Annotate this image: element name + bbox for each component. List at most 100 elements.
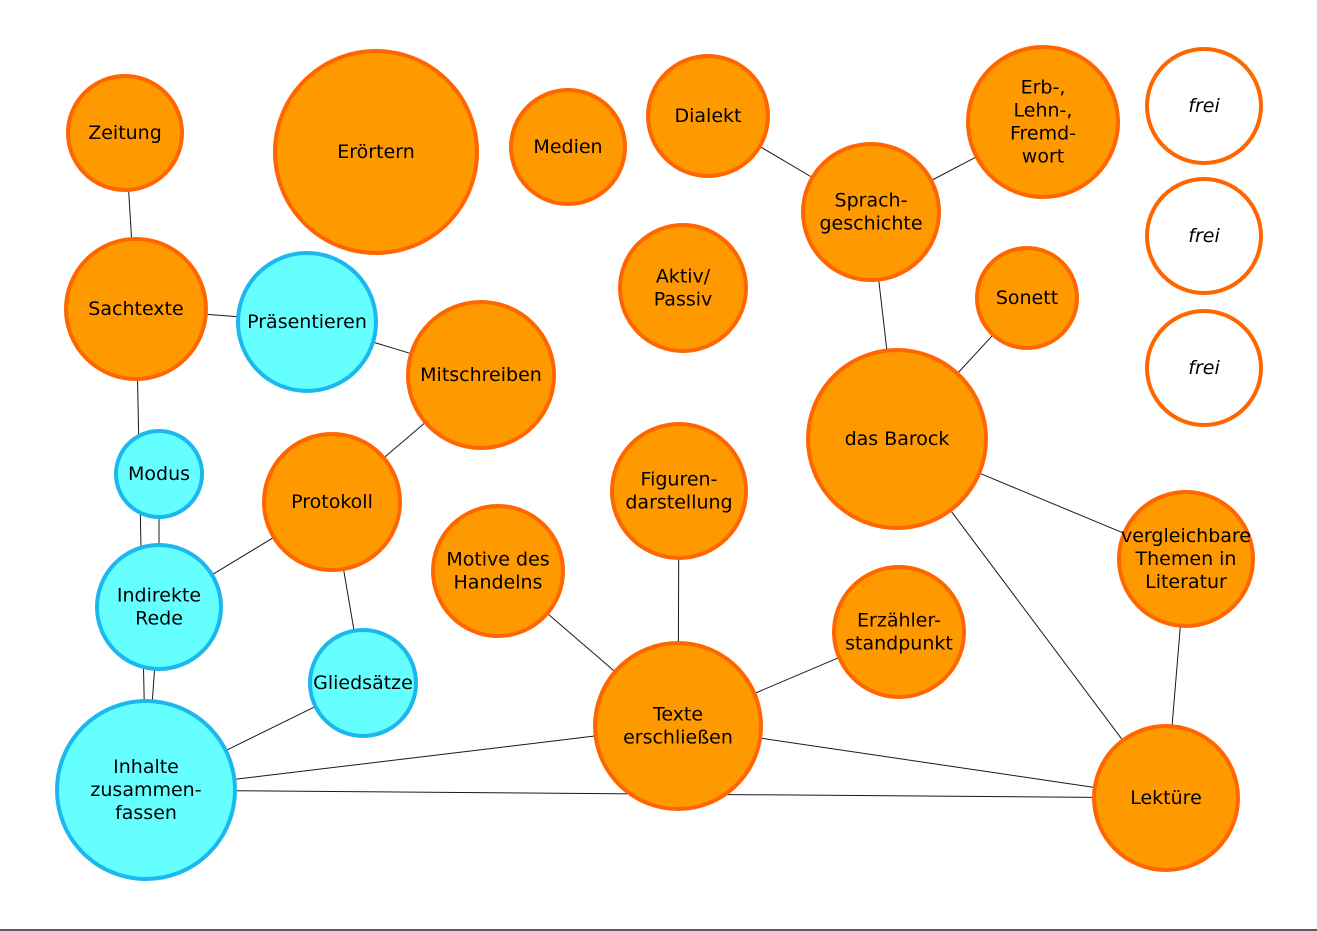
node-label: Themen in: [1135, 548, 1237, 570]
node-label: wort: [1022, 146, 1064, 168]
node-label: Protokoll: [291, 491, 373, 513]
node-circle: [646, 54, 770, 178]
node-praesentieren: Präsentieren: [236, 251, 378, 393]
edge-praesentieren-to-mitschreiben: [372, 341, 412, 355]
edge-erb-lehn-fremdwort-to-sprachgeschichte: [931, 156, 977, 181]
node-label: zusammen-: [90, 779, 201, 801]
node-label: Erb-,: [1021, 77, 1066, 99]
node-circle: [236, 251, 378, 393]
node-circle: [509, 88, 627, 206]
node-label: Sachtexte: [88, 298, 183, 320]
edge-texte-erschliessen-to-lektuere: [760, 737, 1095, 788]
node-circle: [262, 432, 402, 572]
node-sonett: Sonett: [975, 246, 1079, 350]
node-circle: [1145, 309, 1263, 427]
edge-inhalte-zusammenfassen-to-texte-erschliessen: [234, 735, 596, 780]
edge-indirekte-rede-to-inhalte-zusammenfassen: [151, 668, 156, 702]
edge-dialekt-to-sprachgeschichte: [759, 145, 813, 178]
node-label: Sprach-: [835, 190, 908, 212]
node-das-barock: das Barock: [806, 348, 988, 530]
edge-das-barock-to-lektuere: [949, 509, 1124, 741]
node-label: Zeitung: [88, 122, 162, 144]
node-label: Aktiv/: [656, 266, 711, 288]
node-zeitung: Zeitung: [66, 74, 184, 192]
node-frei-1: frei: [1145, 47, 1263, 165]
edge-motive-des-handelns-to-texte-erschliessen: [546, 613, 616, 673]
node-label: Inhalte: [113, 756, 179, 778]
node-circle: [593, 641, 763, 811]
node-label: Sonett: [996, 287, 1058, 309]
node-label: Indirekte: [117, 585, 201, 607]
node-label: Erörtern: [337, 141, 415, 163]
node-frei-2: frei: [1145, 177, 1263, 295]
node-circle: [406, 300, 556, 450]
node-figurendarstellung: Figuren-darstellung: [610, 422, 748, 560]
node-circle: [975, 246, 1079, 350]
node-label: Handelns: [454, 572, 543, 594]
node-lektuere: Lektüre: [1092, 724, 1240, 872]
node-label: Motive des: [446, 549, 549, 571]
node-erb-lehn-fremdwort: Erb-,Lehn-,Fremd-wort: [966, 45, 1120, 199]
edge-erzaehlerstandpunkt-to-texte-erschliessen: [754, 656, 840, 694]
node-circle: [114, 429, 204, 519]
node-circle: [55, 699, 237, 881]
node-label: Literatur: [1145, 571, 1227, 593]
node-circle: [1145, 47, 1263, 165]
node-label: Figuren-: [641, 469, 718, 491]
node-label: standpunkt: [845, 633, 953, 655]
node-label: vergleichbare: [1121, 525, 1251, 547]
node-dialekt: Dialekt: [646, 54, 770, 178]
node-circle: [308, 628, 418, 738]
node-sachtexte: Sachtexte: [64, 237, 208, 381]
node-label: Fremd-: [1010, 123, 1076, 145]
node-circle: [806, 348, 988, 530]
node-circle: [431, 504, 565, 638]
node-label: Präsentieren: [247, 311, 367, 333]
node-circle: [64, 237, 208, 381]
node-circle: [95, 543, 223, 671]
edge-sonett-to-das-barock: [956, 334, 994, 374]
connection-lines: [128, 145, 1181, 798]
node-label: das Barock: [845, 428, 950, 450]
edge-vergleichbare-themen-to-lektuere: [1171, 625, 1181, 727]
node-label: darstellung: [625, 492, 732, 514]
node-label: fassen: [115, 802, 177, 824]
node-label: Medien: [533, 136, 602, 158]
node-label: Erzähler-: [857, 610, 941, 632]
node-gliedsaetze: Gliedsätze: [308, 628, 418, 738]
node-mitschreiben: Mitschreiben: [406, 300, 556, 450]
node-label: Lehn-,: [1014, 100, 1073, 122]
edge-sprachgeschichte-to-das-barock: [878, 279, 888, 351]
node-eroertern: Erörtern: [273, 49, 479, 255]
node-circle: [832, 565, 966, 699]
edge-das-barock-to-vergleichbare-themen: [979, 472, 1125, 534]
node-label: Lektüre: [1130, 787, 1202, 809]
node-circle: [1092, 724, 1240, 872]
edge-gliedsaetze-to-inhalte-zusammenfassen: [225, 705, 316, 752]
node-circle: [618, 223, 748, 353]
node-circle: [610, 422, 748, 560]
node-label: frei: [1188, 357, 1220, 379]
node-label: frei: [1188, 225, 1220, 247]
node-label: erschließen: [623, 727, 733, 749]
edge-sachtexte-to-praesentieren: [205, 313, 239, 318]
node-frei-3: frei: [1145, 309, 1263, 427]
node-circle: [966, 45, 1120, 199]
node-erzaehlerstandpunkt: Erzähler-standpunkt: [832, 565, 966, 699]
node-modus: Modus: [114, 429, 204, 519]
node-circle: [801, 142, 941, 282]
node-label: Texte: [652, 704, 703, 726]
node-label: Passiv: [654, 289, 713, 311]
node-label: Modus: [128, 463, 190, 485]
edge-zeitung-to-sachtexte: [128, 189, 133, 240]
node-protokoll: Protokoll: [262, 432, 402, 572]
node-label: Dialekt: [675, 105, 742, 127]
node-label: Rede: [135, 608, 183, 630]
